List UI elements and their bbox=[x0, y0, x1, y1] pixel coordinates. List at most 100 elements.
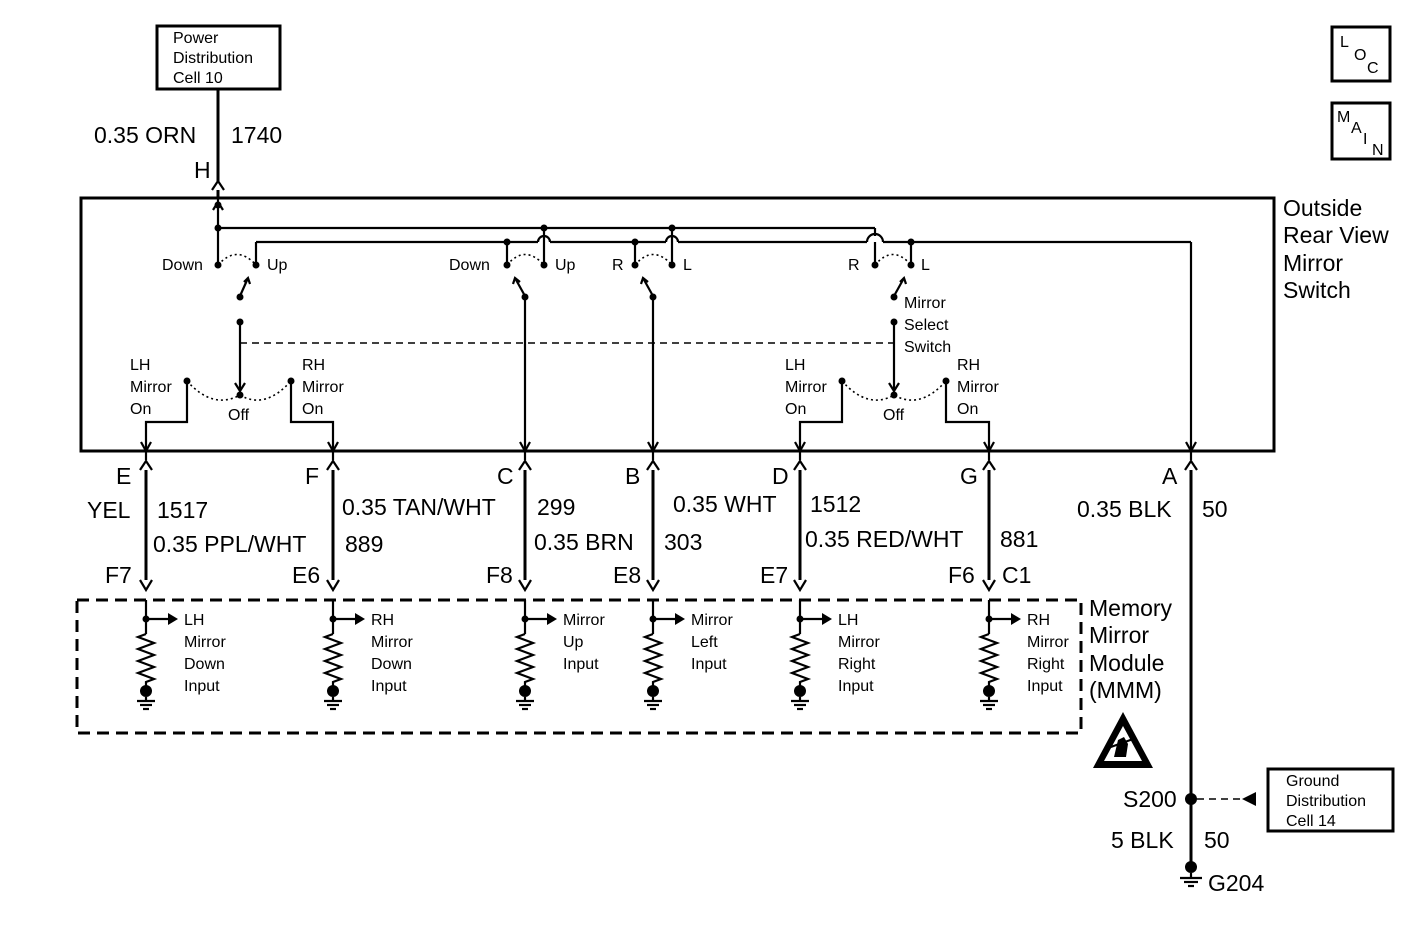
svg-text:Mirror: Mirror bbox=[130, 379, 172, 396]
svg-text:Distribution: Distribution bbox=[173, 50, 253, 67]
svg-text:Cell 10: Cell 10 bbox=[173, 70, 223, 87]
svg-text:RH: RH bbox=[302, 357, 325, 374]
svg-text:F8: F8 bbox=[486, 562, 513, 588]
module-input-label: Mirror bbox=[184, 634, 226, 651]
memory-mirror-module bbox=[75, 598, 1083, 735]
switch-output-arrows bbox=[140, 441, 1197, 454]
module-input-label: Up bbox=[563, 634, 584, 651]
mirror-switch-box bbox=[79, 196, 1276, 453]
power-wire-circuit: 1740 bbox=[231, 122, 282, 148]
svg-text:Off: Off bbox=[228, 407, 250, 424]
svg-text:LH: LH bbox=[785, 357, 805, 374]
switch-updown-center: Down Up bbox=[449, 253, 576, 460]
module-input-label: Input bbox=[563, 656, 599, 673]
module-input-label: Right bbox=[1027, 656, 1065, 673]
module-input-label: Mirror bbox=[691, 612, 733, 629]
svg-text:50: 50 bbox=[1202, 496, 1228, 522]
module-input-label: Left bbox=[691, 634, 718, 651]
svg-text:0.35 BLK: 0.35 BLK bbox=[1077, 496, 1172, 522]
svg-text:C: C bbox=[1367, 60, 1379, 77]
ground-section: S200 5 BLK 50 G204 bbox=[1111, 786, 1264, 896]
splice-s200 bbox=[1185, 793, 1197, 805]
esd-warning-icon bbox=[1093, 712, 1153, 768]
mirror-switch-title: Outside Rear View Mirror Switch bbox=[1283, 195, 1389, 303]
svg-text:E7: E7 bbox=[760, 562, 788, 588]
svg-text:RH: RH bbox=[957, 357, 980, 374]
svg-text:On: On bbox=[302, 401, 323, 418]
pin-h-label: H bbox=[194, 157, 211, 183]
svg-text:5 BLK: 5 BLK bbox=[1111, 827, 1174, 853]
svg-text:C: C bbox=[497, 463, 514, 489]
module-title: Memory Mirror Module (MMM) bbox=[1089, 595, 1173, 703]
svg-text:Switch: Switch bbox=[1283, 277, 1351, 303]
svg-text:Mirror: Mirror bbox=[785, 379, 827, 396]
svg-text:Mirror: Mirror bbox=[1089, 622, 1149, 648]
svg-text:F: F bbox=[305, 463, 319, 489]
svg-text:I: I bbox=[1363, 131, 1367, 148]
svg-text:On: On bbox=[785, 401, 806, 418]
svg-text:Memory: Memory bbox=[1089, 595, 1173, 621]
svg-text:F6: F6 bbox=[948, 562, 975, 588]
module-input-label: Down bbox=[371, 656, 412, 673]
lh-rh-selector-left: LH Mirror On RH Mirror On Off bbox=[130, 357, 344, 460]
power-distribution-box[interactable]: Power Distribution Cell 10 bbox=[155, 24, 282, 91]
switch-internal-bus bbox=[212, 198, 1193, 460]
svg-text:50: 50 bbox=[1204, 827, 1230, 853]
svg-text:E6: E6 bbox=[292, 562, 320, 588]
svg-text:1512: 1512 bbox=[810, 491, 861, 517]
svg-text:Off: Off bbox=[883, 407, 905, 424]
module-input-label: Mirror bbox=[563, 612, 605, 629]
svg-text:0.35 TAN/WHT: 0.35 TAN/WHT bbox=[342, 494, 496, 520]
module-input-label: RH bbox=[1027, 612, 1050, 629]
switch-updown-left: Down Up bbox=[162, 253, 288, 394]
module-input-label: LH bbox=[838, 612, 858, 629]
svg-text:A: A bbox=[1351, 120, 1362, 137]
module-input-label: Down bbox=[184, 656, 225, 673]
mirror-select-switch: R L Mirror Select Switch bbox=[848, 253, 951, 394]
module-pin-labels: F7 E6 F8 E8 E7 F6 C1 bbox=[105, 562, 1031, 588]
svg-text:Ground: Ground bbox=[1286, 773, 1339, 790]
module-input-label: Input bbox=[371, 678, 407, 695]
svg-text:M: M bbox=[1337, 109, 1350, 126]
module-input-label: Right bbox=[838, 656, 876, 673]
svg-text:Up: Up bbox=[267, 257, 288, 274]
svg-text:Rear View: Rear View bbox=[1283, 222, 1389, 248]
pin-h-connector bbox=[211, 179, 225, 191]
svg-text:R: R bbox=[848, 257, 860, 274]
svg-text:G: G bbox=[960, 463, 978, 489]
ground-distribution-box[interactable]: Ground Distribution Cell 14 bbox=[1266, 767, 1395, 833]
svg-text:Outside: Outside bbox=[1283, 195, 1362, 221]
power-wire-gauge: 0.35 ORN bbox=[94, 122, 196, 148]
svg-text:889: 889 bbox=[345, 531, 383, 557]
svg-text:LH: LH bbox=[130, 357, 150, 374]
svg-text:R: R bbox=[612, 257, 624, 274]
module-input-label: Input bbox=[1027, 678, 1063, 695]
svg-text:Select: Select bbox=[904, 317, 949, 334]
svg-text:B: B bbox=[625, 463, 640, 489]
svg-text:881: 881 bbox=[1000, 526, 1038, 552]
svg-text:Distribution: Distribution bbox=[1286, 793, 1366, 810]
lh-rh-selector-right: LH Mirror On RH Mirror On Off bbox=[785, 357, 999, 460]
svg-text:N: N bbox=[1372, 142, 1384, 159]
svg-text:Module: Module bbox=[1089, 650, 1164, 676]
module-input-label: LH bbox=[184, 612, 204, 629]
svg-text:Mirror: Mirror bbox=[1283, 250, 1343, 276]
svg-text:On: On bbox=[130, 401, 151, 418]
svg-text:0.35 BRN: 0.35 BRN bbox=[534, 529, 634, 555]
module-input-label: Input bbox=[184, 678, 220, 695]
loc-indicator[interactable]: L O C bbox=[1330, 25, 1392, 83]
svg-text:0.35 WHT: 0.35 WHT bbox=[673, 491, 777, 517]
main-indicator[interactable]: M A I N bbox=[1330, 101, 1392, 161]
svg-text:0.35 RED/WHT: 0.35 RED/WHT bbox=[805, 526, 963, 552]
svg-text:L: L bbox=[921, 257, 930, 274]
svg-text:Down: Down bbox=[449, 257, 490, 274]
svg-text:On: On bbox=[957, 401, 978, 418]
svg-text:(MMM): (MMM) bbox=[1089, 677, 1162, 703]
svg-text:303: 303 bbox=[664, 529, 702, 555]
